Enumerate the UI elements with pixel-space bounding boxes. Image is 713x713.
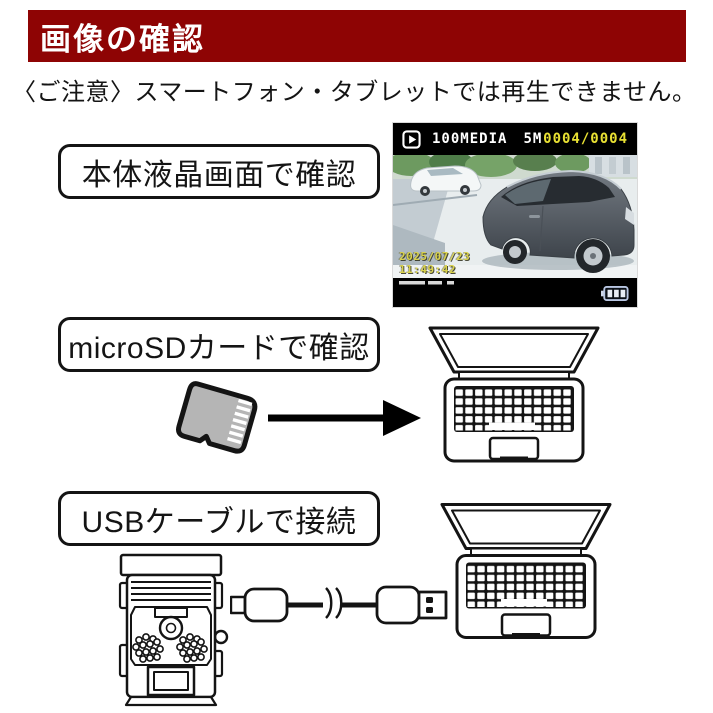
photo-parking-scene (393, 155, 637, 278)
usb-a-connector-icon (375, 585, 421, 625)
cable-break-icon (325, 587, 333, 619)
micro-usb-connector-icon (243, 587, 289, 623)
label-usb-connect-text: USBケーブルで接続 (81, 505, 357, 539)
microsd-card-icon (176, 381, 258, 454)
white-car-illustration (410, 165, 482, 196)
photo-timestamp: 2025/07/23 11:49:42 (399, 250, 470, 276)
photo-time-stamp: 11:49:42 (399, 263, 456, 276)
lcd-photo: 2025/07/23 11:49:42 (393, 155, 637, 278)
arrow-right-icon (268, 400, 421, 436)
label-sd-check: microSDカードで確認 (58, 317, 380, 372)
battery-icon (601, 286, 629, 301)
page-title: 画像の確認 (40, 21, 205, 57)
label-lcd-check: 本体液晶画面で確認 (58, 144, 380, 199)
laptop-icon-2 (437, 502, 615, 643)
trail-camera-icon (118, 553, 229, 707)
title-banner: 画像の確認 (28, 10, 686, 62)
usb-cable-icon (230, 585, 448, 625)
photo-date-stamp: 2025/07/23 (399, 250, 471, 263)
lcd-resolution: 5M (523, 131, 543, 147)
camera-lcd-screen: 100MEDIA 5M 0004/0004 (392, 122, 638, 308)
play-icon (402, 129, 421, 149)
micro-usb-tip (230, 595, 247, 615)
lcd-folder-name: 100MEDIA (432, 131, 508, 147)
lcd-status-bar: 100MEDIA 5M 0004/0004 (393, 123, 637, 155)
laptop-icon (425, 326, 603, 466)
label-lcd-check-text: 本体液晶画面で確認 (81, 158, 357, 192)
lcd-photo-counter: 0004/0004 (543, 131, 628, 147)
watermark-strip (399, 281, 454, 285)
notice-text: 〈ご注意〉スマートフォン・タブレットでは再生できません。 (12, 79, 697, 106)
label-usb-connect: USBケーブルで接続 (58, 491, 380, 546)
label-sd-check-text: microSDカードで確認 (68, 331, 370, 365)
gray-car-illustration (482, 169, 635, 273)
lcd-bottom-bar (393, 278, 637, 307)
